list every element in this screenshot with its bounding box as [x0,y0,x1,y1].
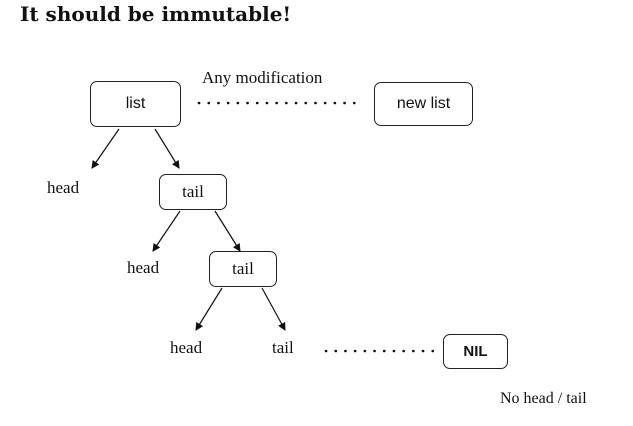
arrow-tail2-to-head [195,287,223,331]
arrow-tail1-to-head [152,210,181,252]
arrow-tail1-to-tail [214,210,241,252]
any-modification-label: Any modification [202,68,323,87]
arrow-tail2-to-tail [261,287,286,331]
head-label-3: head [170,338,203,357]
node-list: list [90,81,181,127]
node-nil: NIL [443,334,508,369]
arrow-list-to-tail [154,128,180,169]
node-tail-1: tail [159,174,227,210]
head-label-2: head [127,258,160,277]
tail-label-3: tail [272,338,294,357]
slide-title: It should be immutable! [20,2,292,26]
node-tail-2: tail [209,251,277,287]
arrow-list-to-head [91,128,120,169]
head-label-1: head [47,178,80,197]
no-head-tail-label: No head / tail [500,390,587,407]
node-new-list: new list [374,82,473,126]
